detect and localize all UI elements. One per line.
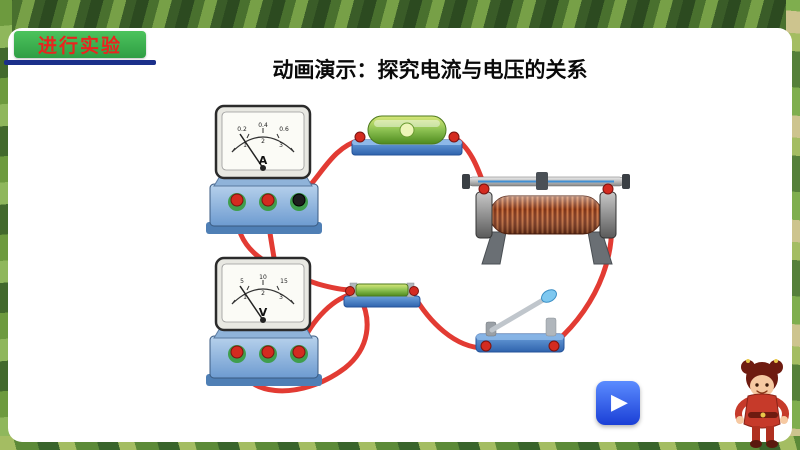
- ammeter-scale-label: 1: [243, 142, 247, 149]
- background-texture-top: [0, 0, 800, 32]
- resistor-element: [355, 283, 409, 297]
- switch-handle: [541, 289, 557, 303]
- ammeter-scale-label: 0.2: [237, 126, 247, 133]
- ammeter-terminal: [261, 193, 275, 207]
- mascot-leg: [752, 426, 760, 442]
- ammeter-needle-pivot: [260, 165, 266, 171]
- voltmeter-terminal: [230, 345, 244, 359]
- badge-underline: [4, 60, 156, 65]
- ammeter-scale-label: 0.4: [258, 122, 268, 129]
- rheostat-slider: [536, 172, 548, 190]
- mascot-character: [734, 359, 790, 448]
- switch-lever: [489, 297, 546, 333]
- rheostat-cap: [599, 191, 617, 239]
- rheostat-terminal: [478, 183, 490, 195]
- voltmeter-needle: [239, 285, 264, 321]
- switch: [475, 289, 565, 353]
- mascot-body: [743, 393, 781, 429]
- rheostat: [462, 172, 630, 265]
- rheostat-coil-shade: [490, 196, 602, 234]
- voltmeter-needle-pivot: [260, 317, 266, 323]
- mascot-eye: [765, 383, 769, 387]
- voltmeter-scale-arc: [231, 288, 295, 305]
- voltmeter-terminal: [292, 345, 306, 359]
- resistor-terminal: [409, 286, 419, 296]
- battery-terminal: [354, 131, 366, 143]
- ammeter-terminal: [230, 193, 244, 207]
- voltmeter-scale-label: 3: [279, 294, 283, 301]
- play-icon: ▶: [611, 390, 628, 415]
- battery-terminal: [448, 131, 460, 143]
- ammeter: 0.2 0.4 0.6 1 2 3 A: [206, 104, 322, 234]
- mascot-bun-tie: [746, 359, 750, 363]
- ammeter-scale-arc: [231, 136, 295, 153]
- switch-base-top: [476, 334, 564, 340]
- voltmeter-terminal: [261, 345, 275, 359]
- ammeter-scale-label: 3: [279, 142, 283, 149]
- voltmeter-unit-label: V: [259, 306, 268, 319]
- battery-emblem: [399, 122, 415, 138]
- ammeter-terminal: [292, 193, 306, 207]
- voltmeter-scale-label: 5: [240, 278, 244, 285]
- mascot-buckle: [760, 412, 766, 418]
- rheostat-cap: [475, 191, 493, 239]
- content-card: [8, 28, 792, 442]
- section-badge: 进行实验: [14, 31, 146, 58]
- ammeter-scale-ticks: [231, 128, 295, 153]
- voltmeter-scale-label: 15: [280, 278, 288, 285]
- rheostat-rod-end: [622, 174, 630, 189]
- resistor: [343, 282, 421, 308]
- voltmeter-scale-label: 10: [259, 274, 267, 281]
- mascot-hand: [780, 416, 788, 424]
- mascot-figure: [734, 359, 790, 448]
- page-title: 动画演示：探究电流与电压的关系: [272, 58, 588, 82]
- section-badge-label: 进行实验: [37, 35, 122, 57]
- mascot-boot: [766, 440, 778, 448]
- mascot-eye: [755, 383, 759, 387]
- voltmeter-scale-label: 2: [261, 290, 265, 297]
- rheostat-leg: [587, 231, 613, 265]
- voltmeter-scale-label: 1: [243, 294, 247, 301]
- voltmeter: 5 10 15 1 2 3 V: [206, 256, 322, 386]
- rheostat-terminal: [602, 183, 614, 195]
- resistor-base: [343, 295, 421, 308]
- switch-terminal: [548, 340, 560, 352]
- mascot-mouth: [756, 390, 768, 394]
- resistor-terminal: [345, 286, 355, 296]
- switch-clip: [545, 317, 557, 337]
- mascot-hand: [736, 416, 744, 424]
- play-button[interactable]: ▶: [596, 381, 640, 425]
- mascot-face: [750, 375, 774, 397]
- ammeter-scale-label: 0.6: [279, 126, 289, 133]
- battery: [351, 115, 463, 156]
- mascot-bun-tie: [774, 359, 778, 363]
- ammeter-unit-label: A: [259, 154, 268, 167]
- ammeter-scale-label: 2: [261, 138, 265, 145]
- voltmeter-scale-ticks: [231, 280, 295, 305]
- switch-terminal: [480, 340, 492, 352]
- ammeter-needle: [239, 133, 264, 169]
- mascot-boot: [750, 440, 762, 448]
- rheostat-rod-end: [462, 174, 470, 189]
- mascot-leg: [766, 426, 774, 442]
